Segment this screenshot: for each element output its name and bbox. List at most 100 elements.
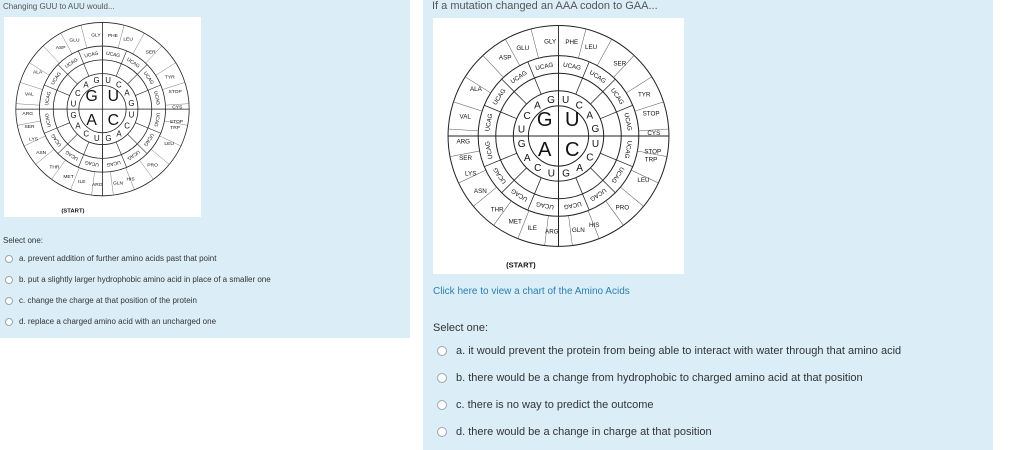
select-one-label: Select one: bbox=[433, 322, 489, 334]
radio-button[interactable] bbox=[5, 296, 13, 305]
amino-acid-label: ASP bbox=[499, 54, 512, 61]
radio-button[interactable] bbox=[5, 275, 13, 284]
amino-acid-label: HIS bbox=[126, 176, 135, 182]
amino-acid-chart-link[interactable]: Click here to view a chart of the Amino … bbox=[433, 286, 630, 297]
amino-acid-label: GLU bbox=[69, 38, 80, 44]
segment-divider bbox=[135, 122, 161, 134]
aa-divider bbox=[29, 62, 50, 76]
third-base-group: UCAG bbox=[484, 140, 494, 159]
amino-acid-label: ALA bbox=[33, 70, 43, 76]
amino-acid-label: GLN bbox=[113, 180, 124, 186]
second-base-letter: A bbox=[576, 163, 583, 174]
option-label: c. there is no way to predict the outcom… bbox=[456, 399, 654, 411]
amino-acid-label: ARG bbox=[456, 138, 470, 145]
second-base-letter: A bbox=[124, 89, 130, 98]
radio-button[interactable] bbox=[437, 400, 447, 410]
second-base-letter: U bbox=[562, 95, 569, 106]
second-base-letter: C bbox=[75, 89, 81, 98]
center-base-letter: C bbox=[565, 139, 580, 161]
second-base-letter: U bbox=[105, 76, 111, 85]
question-panel-right: If a mutation changed an AAA codon to GA… bbox=[423, 0, 993, 450]
aa-divider bbox=[35, 149, 55, 165]
third-base-group: UCAG bbox=[84, 159, 99, 168]
third-base-group: UCAG bbox=[562, 62, 581, 72]
segment-divider bbox=[575, 177, 590, 211]
amino-acid-label: HIS bbox=[589, 222, 599, 229]
second-base-letter: C bbox=[534, 163, 541, 174]
amino-acid-label: ALA bbox=[470, 86, 483, 93]
third-base-group: UCAG bbox=[142, 132, 155, 147]
second-base-letter: C bbox=[124, 121, 130, 130]
aa-divider bbox=[596, 39, 612, 66]
aa-divider bbox=[164, 120, 188, 126]
amino-acid-label: ARG bbox=[545, 229, 559, 236]
segment-divider bbox=[501, 78, 527, 105]
radio-button[interactable] bbox=[437, 346, 447, 356]
second-base-letter: A bbox=[116, 130, 122, 139]
radio-button[interactable] bbox=[437, 427, 447, 437]
second-base-letter: U bbox=[548, 169, 555, 180]
amino-acid-label: ASP bbox=[56, 45, 67, 51]
third-base-group: UCAG bbox=[588, 186, 607, 202]
amino-acid-label: STOP bbox=[643, 110, 660, 117]
segment-divider bbox=[127, 64, 148, 85]
answer-option-a[interactable]: a. it would prevent the protein from bei… bbox=[437, 345, 901, 357]
segment-divider bbox=[484, 152, 517, 168]
amino-acid-label: LEU bbox=[585, 44, 598, 51]
second-base-letter: G bbox=[547, 95, 555, 106]
answer-option-b[interactable]: b. there would be a change from hydropho… bbox=[437, 372, 863, 384]
amino-acid-label: GLN bbox=[572, 227, 585, 234]
amino-acid-label: ASN bbox=[474, 188, 487, 195]
center-base-letter: C bbox=[108, 112, 119, 129]
aa-divider bbox=[449, 150, 480, 157]
center-base-letter: A bbox=[86, 112, 97, 129]
amino-acid-label: TRP bbox=[170, 125, 181, 131]
aa-divider bbox=[43, 45, 60, 64]
start-label: (START) bbox=[61, 209, 84, 215]
option-label: d. replace a charged amino acid with an … bbox=[19, 317, 217, 326]
second-base-letter: G bbox=[518, 139, 526, 150]
radio-button[interactable] bbox=[5, 317, 13, 326]
aa-divider bbox=[631, 169, 659, 184]
radio-button[interactable] bbox=[5, 254, 13, 263]
aa-divider bbox=[80, 25, 88, 49]
aa-divider bbox=[620, 186, 644, 207]
amino-acid-label: ILE bbox=[78, 179, 86, 185]
segment-divider bbox=[78, 50, 90, 77]
aa-divider bbox=[145, 45, 162, 64]
amino-acid-label: PHE bbox=[108, 33, 119, 39]
amino-acid-label: CYS bbox=[647, 130, 660, 137]
radio-button[interactable] bbox=[437, 373, 447, 383]
answer-option-d[interactable]: d. there would be a change in charge at … bbox=[437, 426, 712, 438]
amino-acid-label: GLY bbox=[91, 33, 101, 39]
third-base-group: UCAG bbox=[484, 113, 494, 132]
second-base-letter: C bbox=[586, 153, 593, 164]
aa-divider bbox=[473, 186, 497, 207]
amino-acid-label: PHE bbox=[565, 39, 578, 46]
center-base-letter: U bbox=[565, 109, 580, 131]
select-one-label: Select one: bbox=[3, 236, 44, 245]
amino-acid-label: SER bbox=[146, 50, 157, 56]
aa-divider bbox=[51, 160, 66, 180]
segment-divider bbox=[590, 78, 616, 105]
option-label: a. it would prevent the protein from bei… bbox=[456, 345, 902, 357]
second-base-letter: C bbox=[576, 100, 583, 111]
answer-option-b[interactable]: b. put a slightly larger hydrophobic ami… bbox=[5, 275, 271, 284]
amino-acid-label: GLY bbox=[544, 38, 557, 45]
aa-divider bbox=[637, 150, 668, 157]
aa-divider bbox=[465, 76, 491, 94]
amino-acid-label: MET bbox=[509, 218, 522, 225]
aa-divider bbox=[162, 82, 185, 90]
answer-option-c[interactable]: c. change the charge at that position of… bbox=[5, 296, 197, 305]
aa-divider bbox=[117, 25, 125, 49]
amino-acid-label: SER bbox=[613, 60, 626, 67]
center-base-letter: G bbox=[537, 109, 553, 131]
answer-option-c[interactable]: c. there is no way to predict the outcom… bbox=[437, 399, 654, 411]
aa-divider bbox=[139, 160, 154, 180]
center-base-letter: G bbox=[86, 88, 98, 105]
answer-option-a[interactable]: a. prevent addition of further amino aci… bbox=[5, 254, 216, 263]
answer-option-d[interactable]: d. replace a charged amino acid with an … bbox=[5, 317, 216, 326]
third-base-group: UCAG bbox=[106, 159, 121, 168]
